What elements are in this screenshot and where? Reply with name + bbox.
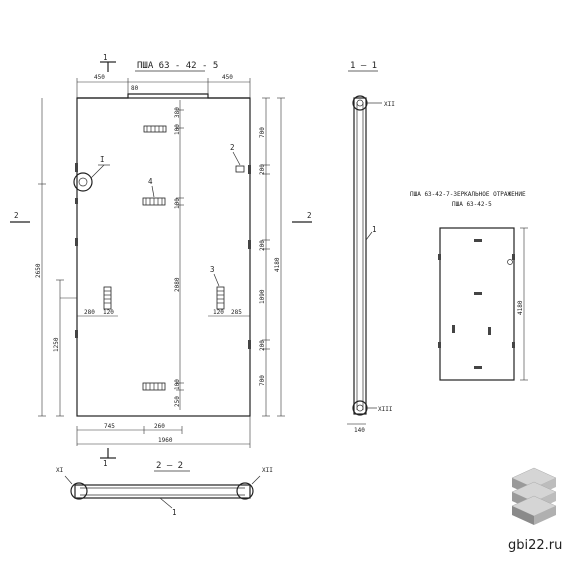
cut-mark-2-left: 2 bbox=[14, 211, 19, 220]
mirror-view: ПША 63-42-7-ЗЕРКАЛЬНОЕ ОТРАЖЕНИЕ ПША 63-… bbox=[410, 191, 528, 381]
mirror-panel-outline bbox=[439, 227, 515, 381]
dim-top-left: 450 bbox=[94, 74, 105, 81]
dim-top-right: 450 bbox=[222, 74, 233, 81]
dim-right-4180: 4180 bbox=[274, 257, 281, 272]
section-2-2-callout: 1 bbox=[172, 508, 177, 517]
dim-inner-2080: 2080 bbox=[174, 277, 181, 292]
dim-inner-380: 380 bbox=[174, 107, 181, 118]
watermark-logo bbox=[511, 467, 557, 525]
mirror-title-line1: ПША 63-42-7-ЗЕРКАЛЬНОЕ ОТРАЖЕНИЕ bbox=[410, 191, 526, 198]
dim-inner-100a: 100 bbox=[174, 124, 181, 135]
dim-top-small: 80 bbox=[131, 85, 139, 92]
embed-top bbox=[143, 125, 167, 133]
dim-bot-1960: 1960 bbox=[158, 437, 173, 444]
callout-2: 2 bbox=[230, 143, 235, 152]
dim-mirror-4180: 4180 bbox=[517, 300, 524, 315]
detail-XII-section-label: XII bbox=[262, 467, 273, 474]
callout-3: 3 bbox=[210, 265, 215, 274]
dim-mid-285: 285 bbox=[231, 309, 242, 316]
dim-inner-100b: 100 bbox=[174, 198, 181, 209]
mirror-title-line2: ПША 63-42-5 bbox=[452, 201, 492, 208]
dim-left-1250: 1250 bbox=[53, 337, 60, 352]
dim-left-2650: 2650 bbox=[35, 263, 42, 278]
dim-mid-120: 120 bbox=[213, 309, 224, 316]
section-1-1-view: 1 — 1 XII XIII 1 140 bbox=[347, 61, 395, 434]
embed-3 bbox=[216, 286, 225, 310]
section-1-1-callout: 1 bbox=[372, 225, 377, 234]
detail-XIII-label: XIII bbox=[378, 406, 393, 413]
dim-right-700b: 700 bbox=[259, 375, 266, 386]
main-panel-view: ПША 63 - 42 - 5 1 1 2 2 450 450 80 I bbox=[10, 53, 312, 468]
detail-I-label: I bbox=[100, 155, 105, 164]
dim-left-280: 280 bbox=[84, 309, 95, 316]
main-title: ПША 63 - 42 - 5 bbox=[137, 61, 218, 71]
detail-XII-label: XII bbox=[384, 101, 395, 108]
cut-mark-2-right: 2 bbox=[307, 211, 312, 220]
dim-right-200a: 200 bbox=[259, 164, 266, 175]
panel-outline bbox=[76, 97, 251, 417]
cut-mark-1-top: 1 bbox=[103, 53, 108, 62]
embed-2 bbox=[235, 165, 245, 173]
dim-right-700: 700 bbox=[259, 127, 266, 138]
dim-bot-260: 260 bbox=[154, 423, 165, 430]
detail-XI-label: XI bbox=[56, 467, 64, 474]
dim-left-120: 120 bbox=[103, 309, 114, 316]
dim-bot-745: 745 bbox=[104, 423, 115, 430]
embed-left-vertical bbox=[103, 286, 112, 310]
section-1-1-body bbox=[353, 97, 367, 415]
embed-4 bbox=[142, 197, 166, 206]
dim-right-200b: 200 bbox=[259, 240, 266, 251]
dim-right-200c: 200 bbox=[259, 340, 266, 351]
section-2-2-title: 2 — 2 bbox=[156, 461, 183, 471]
section-2-2-body bbox=[74, 484, 251, 499]
embed-bottom bbox=[142, 382, 166, 391]
section-1-1-title: 1 — 1 bbox=[350, 61, 377, 71]
dim-inner-250: 250 bbox=[174, 396, 181, 407]
dim-right-1090: 1090 bbox=[259, 289, 266, 304]
cut-mark-1-bottom: 1 bbox=[103, 459, 108, 468]
section-2-2-view: 2 — 2 XI XII 1 bbox=[56, 461, 273, 517]
callout-4: 4 bbox=[148, 177, 153, 186]
dim-sec-140: 140 bbox=[354, 427, 365, 434]
dim-inner-100c: 100 bbox=[174, 379, 181, 390]
watermark-text: gbi22.ru bbox=[508, 538, 562, 553]
